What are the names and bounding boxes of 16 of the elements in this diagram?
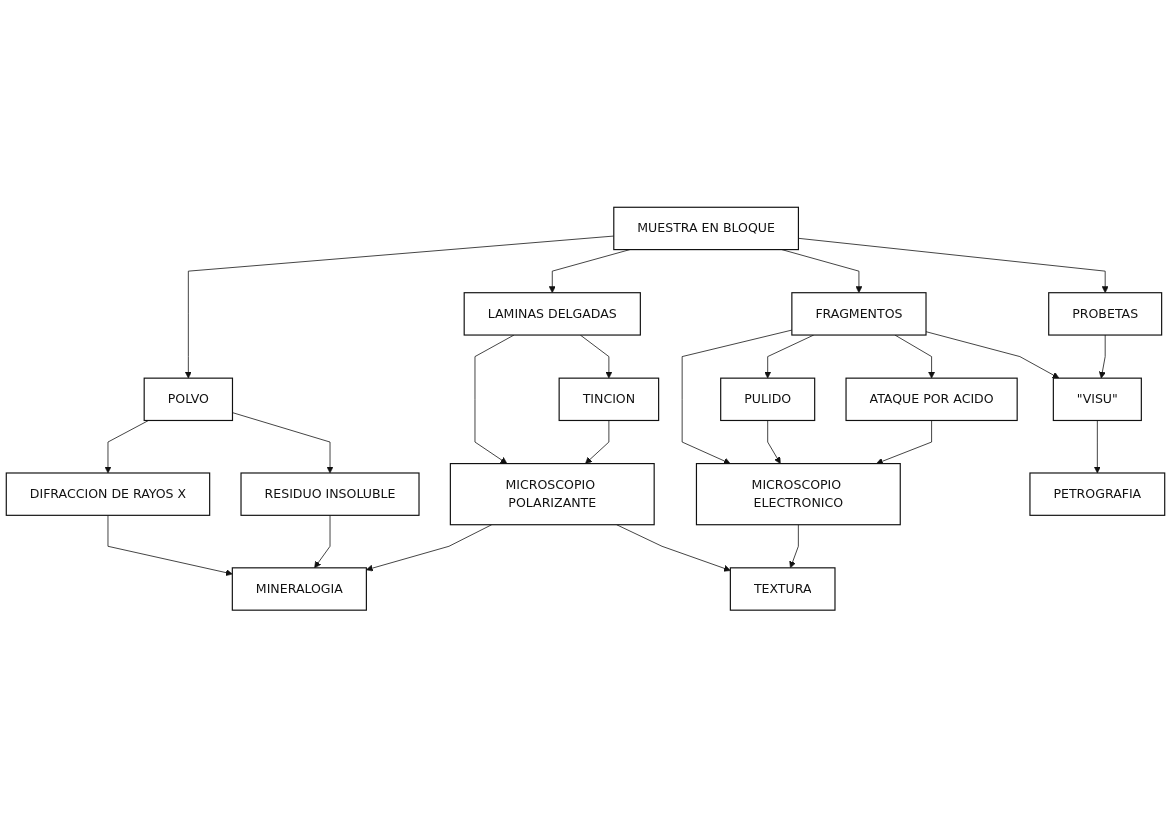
node-box: TEXTURA: [729, 567, 836, 611]
node-box: ATAQUE POR ACIDO: [845, 377, 1018, 421]
node-box: POLVO: [143, 377, 234, 421]
node-box: MINERALOGIA: [231, 567, 367, 611]
node-box: FRAGMENTOS: [791, 291, 927, 336]
node-box: LAMINAS DELGADAS: [463, 291, 641, 336]
node-box: MUESTRA EN BLOQUE: [613, 206, 799, 250]
node-box: "VISU": [1052, 377, 1142, 421]
node-box: MICROSCOPIO ELECTRONICO: [695, 462, 901, 526]
node-box: PETROGRAFIA: [1029, 472, 1166, 516]
node-box: PULIDO: [720, 377, 816, 421]
node-box: PROBETAS: [1048, 291, 1163, 336]
node-box: MICROSCOPIO POLARIZANTE: [449, 462, 655, 526]
node-box: TINCION: [558, 377, 660, 421]
node-box: RESIDUO INSOLUBLE: [240, 472, 420, 516]
node-box: DIFRACCION DE RAYOS X: [5, 472, 211, 516]
